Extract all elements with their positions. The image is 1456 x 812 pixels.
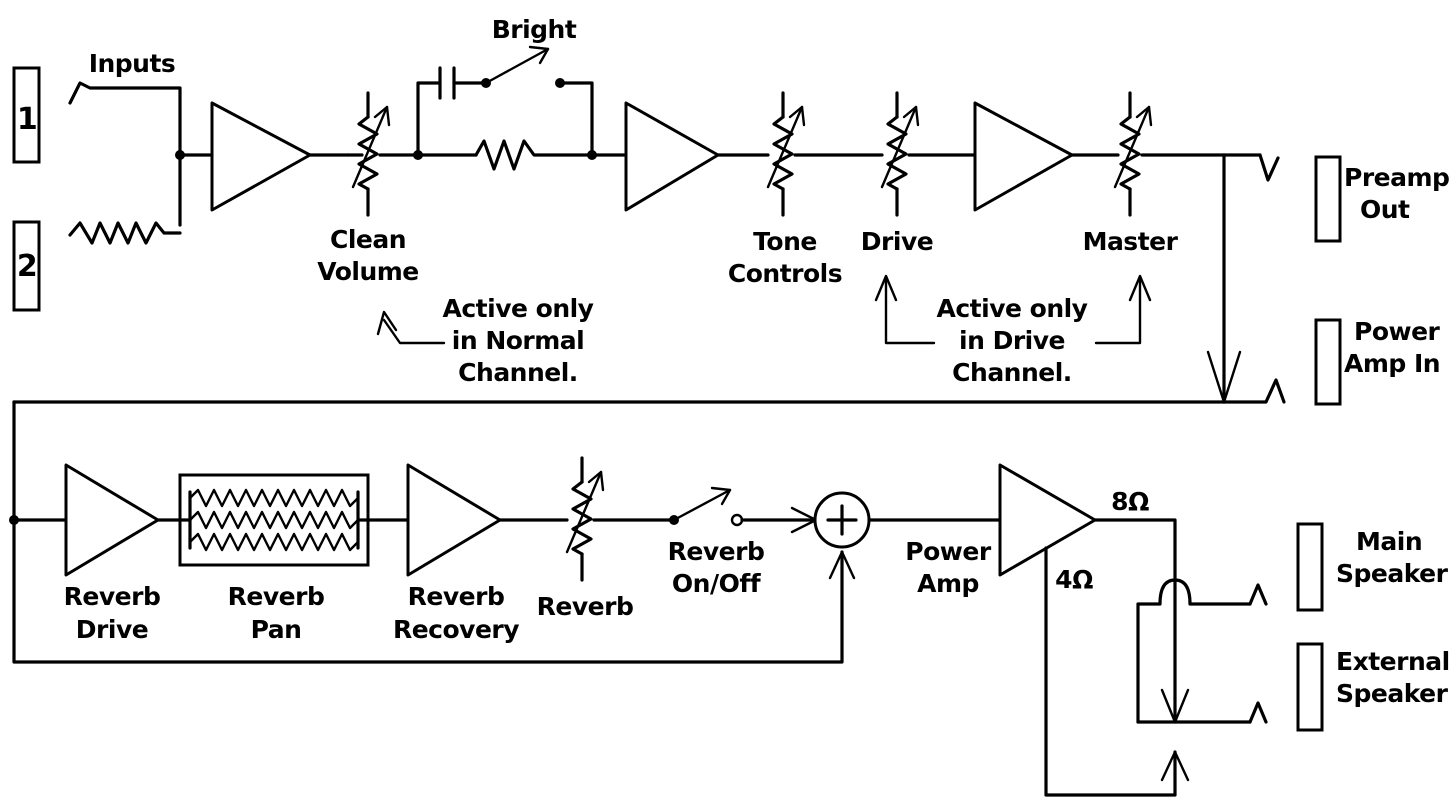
preamp-label: Preamp	[1344, 163, 1449, 192]
master-label: Master	[1083, 227, 1179, 256]
summing-junction	[813, 491, 871, 549]
clean-label: Clean	[330, 225, 406, 254]
input-1-jack	[12, 66, 41, 164]
bright-switch-network	[413, 45, 597, 171]
preamp-out-jack-wiring	[1206, 153, 1286, 404]
normal-channel-arrow	[376, 310, 446, 345]
speaker-output-wiring	[1044, 518, 1268, 797]
main-speaker-line2: Speaker	[1336, 559, 1449, 588]
tone-label: Tone	[753, 227, 817, 256]
power-label-in: Power	[1354, 317, 1441, 346]
drive-note-line2: in Drive	[959, 326, 1065, 355]
preamp-stage-1	[210, 101, 312, 212]
reverb-switch-line2: On/Off	[672, 569, 762, 598]
normal-note-line3: Channel.	[458, 358, 578, 387]
reverb-recovery-line1: Reverb	[408, 582, 505, 611]
inputs-label: Inputs	[89, 49, 176, 78]
main-speaker-jack	[1296, 522, 1324, 612]
drive-note-line3: Channel.	[952, 358, 1072, 387]
power-amp-line1: Power	[905, 537, 992, 566]
input-2-label: 2	[17, 249, 37, 284]
drive-note-line1: Active only	[937, 294, 1088, 323]
reverb-drive-line1: Reverb	[64, 582, 161, 611]
tap-4-ohm-label: 4Ω	[1055, 565, 1093, 594]
drive-label: Drive	[861, 227, 933, 256]
reverb-pan	[178, 473, 370, 567]
power-amp-in-jack	[1314, 318, 1342, 406]
normal-note-line1: Active only	[443, 294, 594, 323]
reverb-label: Reverb	[537, 592, 634, 621]
out-label: Out	[1360, 195, 1410, 224]
amp-in-label: Amp In	[1344, 349, 1440, 378]
controls-label: Controls	[728, 259, 842, 288]
input-2-jack	[12, 220, 41, 312]
reverb-drive-amp	[64, 463, 160, 577]
reverb-pan-line1: Reverb	[228, 582, 325, 611]
external-speaker-line1: External	[1336, 647, 1450, 676]
reverb-drive-line2: Drive	[76, 615, 148, 644]
power-amp-line2: Amp	[917, 569, 979, 598]
reverb-switch	[669, 486, 818, 534]
bright-label: Bright	[492, 15, 577, 44]
volume-label: Volume	[317, 257, 419, 286]
reverb-recovery-line2: Recovery	[393, 615, 519, 644]
external-speaker-jack	[1296, 642, 1324, 732]
reverb-pan-line2: Pan	[251, 615, 302, 644]
preamp-stage-3	[973, 101, 1074, 212]
input-1-label: 1	[17, 102, 37, 137]
input-wiring	[68, 81, 214, 245]
main-speaker-line1: Main	[1356, 527, 1422, 556]
tap-8-ohm-label: 8Ω	[1111, 487, 1149, 516]
preamp-stage-2	[624, 101, 720, 212]
preamp-out-jack	[1314, 155, 1342, 243]
drive-channel-arrows	[874, 274, 1152, 345]
normal-note-line2: in Normal	[452, 326, 585, 355]
reverb-switch-line1: Reverb	[668, 537, 765, 566]
external-speaker-line2: Speaker	[1336, 679, 1449, 708]
reverb-recovery-amp	[406, 463, 502, 577]
